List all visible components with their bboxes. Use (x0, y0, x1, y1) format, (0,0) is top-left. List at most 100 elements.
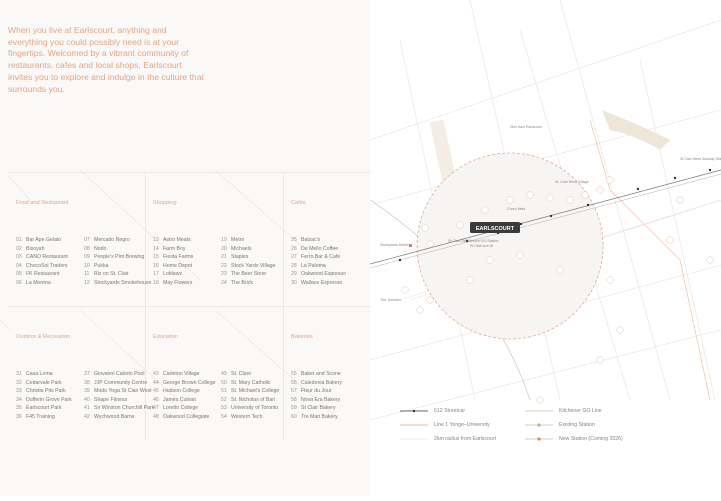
divider (145, 172, 146, 440)
item-number: 27 (291, 254, 297, 261)
poi-marker[interactable] (416, 306, 424, 314)
category-title: Food and Restaurant (16, 200, 69, 206)
poi-marker[interactable] (596, 356, 604, 364)
item-label: St. Nicholas of Bari (231, 396, 276, 403)
poi-marker[interactable] (556, 266, 564, 274)
road (369, 19, 721, 141)
poi-marker[interactable] (581, 191, 589, 199)
item-label: Nodo (94, 245, 107, 252)
list-item: 05 FK Restaurant (16, 270, 80, 279)
new-station-icon (409, 244, 412, 247)
item-number: 16 (153, 262, 159, 269)
item-label: Earlscourt Park (26, 405, 62, 412)
item-label: People's Pint Brewing (94, 254, 145, 261)
poi-marker[interactable] (426, 296, 434, 304)
streetcar-stop (519, 222, 523, 226)
poi-marker[interactable] (596, 186, 604, 194)
divider (8, 306, 370, 307)
poi-marker[interactable] (666, 236, 674, 244)
list-item: 09 People's Pint Brewing (84, 253, 150, 262)
poi-marker[interactable] (606, 176, 614, 184)
poi-marker[interactable] (456, 221, 464, 229)
item-number: 05 (16, 271, 22, 278)
item-number: 58 (291, 396, 297, 403)
map-label-radius: 2km from Earlscourt (510, 125, 542, 129)
item-number: 28 (291, 262, 297, 269)
item-number: 57 (291, 388, 297, 395)
item-number: 09 (84, 254, 90, 261)
legend-swatch (400, 424, 428, 426)
poi-marker[interactable] (481, 206, 489, 214)
poi-marker[interactable] (676, 196, 684, 204)
streetcar-stop (708, 168, 712, 172)
map-label-newstation: St Clair-Old Weston GO Station (448, 239, 498, 243)
poi-marker[interactable] (706, 256, 714, 264)
item-number: 26 (291, 245, 297, 252)
item-label: Home Depot (163, 262, 193, 269)
item-number: 18 (153, 279, 159, 286)
item-label: Baker and Scone (301, 371, 341, 377)
poi-marker[interactable] (606, 276, 614, 284)
divider (283, 172, 284, 440)
poi-marker[interactable] (526, 191, 534, 199)
poi-marker[interactable] (426, 240, 434, 248)
item-label: George Brown College (163, 379, 216, 386)
streetcar-line (369, 169, 721, 265)
item-label: FK Restaurant (26, 271, 60, 278)
item-label: ChocoSol Traders (26, 262, 68, 269)
item-number: 22 (221, 262, 227, 269)
item-label: St. Mary Catholic (231, 379, 271, 386)
item-label: Shape Fitness (94, 396, 128, 403)
item-label: St Clair Bakery (301, 405, 336, 412)
item-label: Fiesta Farms (163, 254, 194, 261)
poi-marker[interactable] (536, 396, 544, 404)
legend-label: Existing Station (559, 422, 595, 428)
legend-swatch (525, 410, 553, 412)
poi-marker[interactable] (516, 251, 524, 259)
road (369, 329, 721, 421)
poi-marker[interactable] (486, 256, 494, 264)
item-number: 39 (84, 388, 90, 395)
item-label: The Beer Store (231, 271, 267, 278)
road (639, 59, 716, 401)
item-label: Nova Era Bakery (301, 396, 341, 403)
poi-marker[interactable] (466, 276, 474, 284)
legend-item: Kitchener GO Line (525, 408, 602, 414)
poi-marker[interactable] (401, 286, 409, 294)
item-label: The Brick (231, 279, 253, 286)
poi-marker[interactable] (546, 194, 554, 202)
poi-marker[interactable] (421, 224, 429, 232)
item-number: 43 (153, 371, 159, 377)
item-label: Loretto College (163, 405, 199, 412)
poi-marker[interactable] (616, 326, 624, 334)
item-label: Cedarvale Park (26, 379, 62, 386)
item-label: Fleur du Jour (301, 388, 332, 395)
item-label: Bisoyah (26, 245, 45, 252)
poi-marker[interactable] (566, 196, 574, 204)
poi-marker[interactable] (506, 196, 514, 204)
legend-swatch (400, 438, 428, 440)
map-label-junction: The Junction (380, 298, 401, 302)
category-title: Bakeries (291, 334, 313, 340)
earlscourt-marker[interactable] (470, 222, 520, 233)
